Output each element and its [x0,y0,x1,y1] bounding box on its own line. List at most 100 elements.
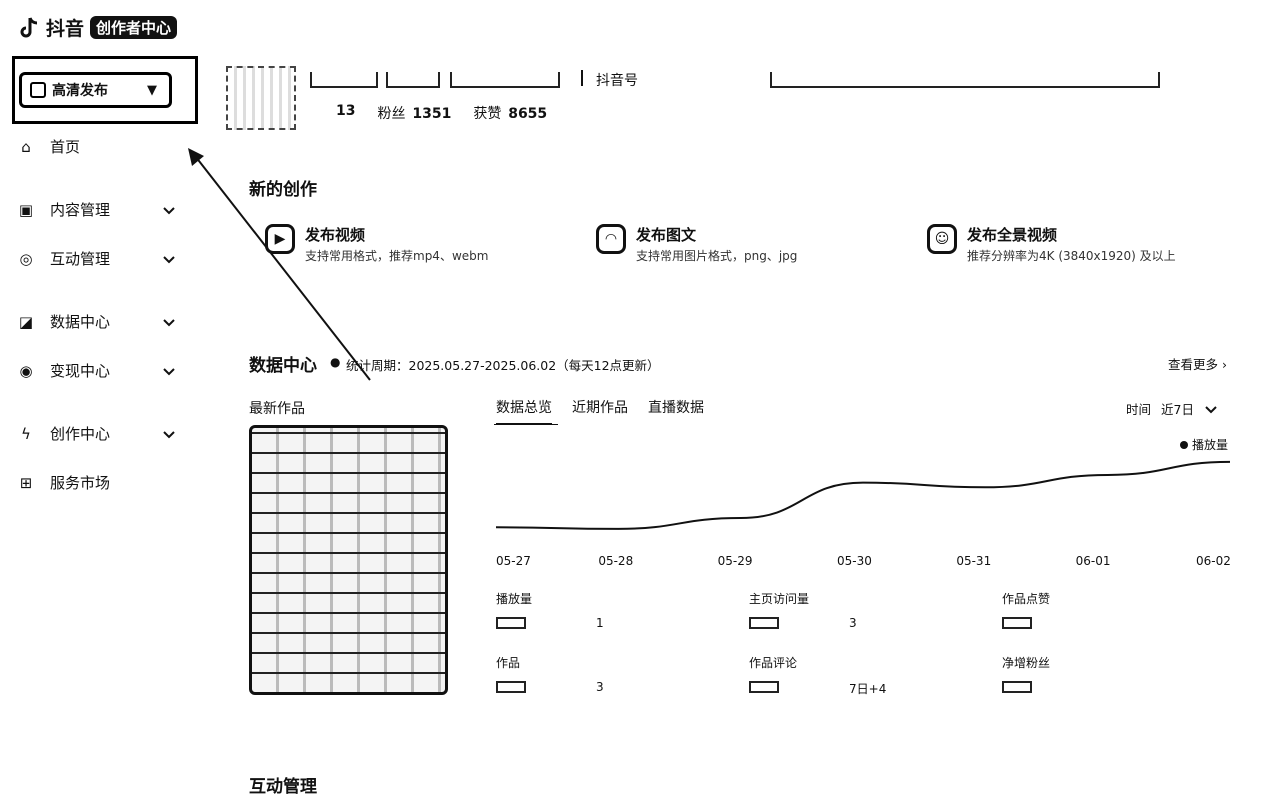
avatar[interactable] [226,66,296,130]
x-tick-label: 05-30 [837,554,872,568]
sidebar-item-label: 数据中心 [50,313,111,331]
header-separator [581,70,583,86]
sidebar-item-content[interactable]: ▣ 内容管理 [16,199,176,220]
stat-period: 统计周期：2025.05.27-2025.06.02（每天12点更新） [346,358,660,373]
home-icon: ⌂ [21,137,31,156]
publish-image-card[interactable]: ◠ 发布图文 支持常用图片格式，png、jpg [596,224,797,264]
brand-logo[interactable]: 抖音 创作者中心 [18,14,178,41]
metric-value-redacted [496,617,526,629]
douyin-logo-icon [20,16,38,37]
metric-value: 1 [596,616,604,630]
video-play-icon: ▶ [265,224,295,254]
image-icon: ◠ [596,224,626,254]
metric-value-redacted [1002,681,1032,693]
metric-label: 主页访问量 [749,592,810,606]
x-tick-label: 05-28 [598,554,634,568]
chevron-right-icon: › [1222,357,1227,372]
username-redacted [310,72,378,88]
content-icon: ▣ [18,200,34,219]
x-tick-label: 05-29 [717,554,753,568]
publish-video-title: 发布视频 [305,226,366,244]
sidebar-item-data[interactable]: ◪ 数据中心 [16,311,176,332]
time-label: 时间 [1126,402,1152,417]
info-icon[interactable]: ● [330,355,341,369]
interaction-icon: ◎ [19,249,33,268]
metric-value: 7日+4 [849,682,887,696]
metric-label: 作品 [496,656,521,670]
metric-value-redacted [496,681,526,693]
chart-icon: ◪ [18,312,34,331]
username-redacted [450,72,560,88]
publish-panorama-card[interactable]: ☺ 发布全景视频 推荐分辨率为4K (3840x1920) 及以上 [927,224,1176,264]
legend-dot-icon [1180,440,1188,449]
chevron-down-icon [1205,405,1217,413]
sidebar-item-market[interactable]: ⊞ 服务市场 [16,472,176,493]
metric-label: 作品点赞 [1002,592,1051,606]
metric-value: 3 [849,616,857,630]
upload-icon [30,82,46,98]
sidebar-item-home[interactable]: ⌂ 首页 [16,136,176,157]
chevron-down-icon[interactable] [162,203,176,217]
tab-recent-works[interactable]: 近期作品 [572,400,628,416]
sidebar-item-interaction[interactable]: ◎ 互动管理 [16,248,176,269]
publish-video-card[interactable]: ▶ 发布视频 支持常用格式，推荐mp4、webm [265,224,488,264]
play-count-chart [496,460,1230,530]
metric-value-redacted [749,681,779,693]
publish-image-desc: 支持常用图片格式，png、jpg [636,249,798,263]
target-icon: ◉ [19,361,33,380]
sidebar-item-label: 创作中心 [50,425,111,443]
bolt-icon: ϟ [21,424,31,443]
new-creation-title: 新的创作 [249,180,317,200]
x-tick-label: 06-02 [1196,554,1231,568]
chevron-down-icon[interactable] [162,315,176,329]
chart-legend: 播放量 [1180,436,1228,453]
data-center-title: 数据中心 [249,356,317,376]
douyin-id-redacted [770,72,1160,88]
view-more-link[interactable]: 查看更多 › [1168,357,1227,372]
sidebar-item-creation[interactable]: ϟ 创作中心 [16,423,176,444]
sidebar-item-label: 变现中心 [50,362,111,380]
tab-underline [494,424,558,425]
publish-panorama-title: 发布全景视频 [967,226,1058,244]
tab-overview[interactable]: 数据总览 [496,397,552,425]
chevron-down-icon[interactable]: ▼ [147,82,157,98]
latest-work-thumbnail[interactable] [249,425,448,695]
username-redacted [386,72,440,88]
hd-publish-label: 高清发布 [52,83,108,99]
metric-label: 净增粉丝 [1002,656,1051,670]
x-tick-label: 05-27 [496,554,531,568]
chevron-down-icon[interactable] [162,252,176,266]
follow-count: 13 [336,103,356,119]
time-value: 近7日 [1161,402,1194,417]
series-line [496,460,1230,530]
legend-label: 播放量 [1192,438,1229,452]
sidebar-item-label: 首页 [50,138,81,156]
metric-value: 3 [596,680,604,694]
store-icon: ⊞ [19,473,33,492]
latest-work-label: 最新作品 [249,401,305,417]
panorama-icon: ☺ [927,224,957,254]
x-tick-label: 05-31 [956,554,992,568]
sidebar-item-label: 服务市场 [50,474,111,492]
publish-panorama-desc: 推荐分辨率为4K (3840x1920) 及以上 [967,249,1176,263]
time-range-select[interactable]: 时间 近7日 [1126,399,1218,418]
interaction-title: 互动管理 [249,777,317,797]
likes-stat: 获赞 8655 [473,106,548,122]
chevron-down-icon[interactable] [162,364,176,378]
tab-live-data[interactable]: 直播数据 [648,400,704,416]
metric-label: 播放量 [496,592,533,606]
hd-publish-button[interactable]: 高清发布 ▼ [19,72,172,108]
fans-stat: 粉丝 1351 [377,106,452,122]
brand-name: 抖音 [46,18,85,40]
brand-badge: 创作者中心 [90,16,178,39]
chevron-down-icon[interactable] [162,427,176,441]
profile-stats: 13 粉丝 1351 获赞 8655 [336,103,547,123]
metric-value-redacted [749,617,779,629]
publish-video-desc: 支持常用格式，推荐mp4、webm [305,249,489,263]
publish-highlight-frame [12,56,198,124]
data-tabs: 数据总览 近期作品 直播数据 [496,397,704,425]
sidebar-item-monetize[interactable]: ◉ 变现中心 [16,360,176,381]
annotation-arrow [188,148,371,381]
publish-image-title: 发布图文 [636,226,697,244]
metric-label: 作品评论 [749,656,798,670]
